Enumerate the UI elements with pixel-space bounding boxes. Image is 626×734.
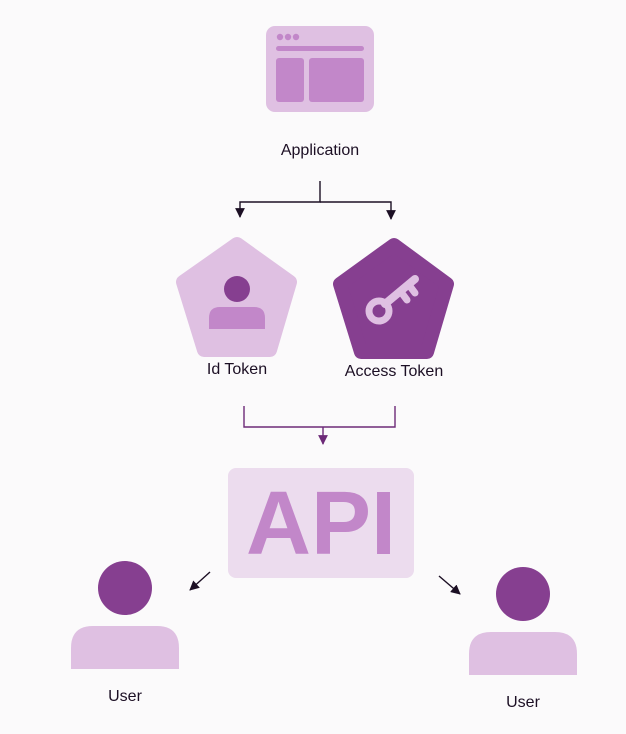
api-label: API	[246, 474, 396, 574]
access-token-icon	[333, 238, 454, 359]
id-token-icon	[176, 237, 297, 357]
access-token-label: Access Token	[344, 363, 444, 380]
user-left-icon	[71, 561, 179, 669]
id-token-label: Id Token	[206, 361, 268, 378]
tokens-to-api-connector	[243, 406, 396, 445]
api-to-user-left-arrow	[189, 571, 211, 591]
api-to-user-right-arrow	[438, 575, 461, 595]
user-right-icon	[469, 567, 577, 675]
user-right-label: User	[506, 694, 540, 711]
api-box: API	[228, 468, 414, 578]
application-icon	[266, 26, 374, 112]
application-to-tokens-connector	[235, 181, 396, 220]
user-left-label: User	[108, 688, 142, 705]
application-label: Application	[280, 142, 360, 159]
key-icon	[365, 275, 419, 325]
